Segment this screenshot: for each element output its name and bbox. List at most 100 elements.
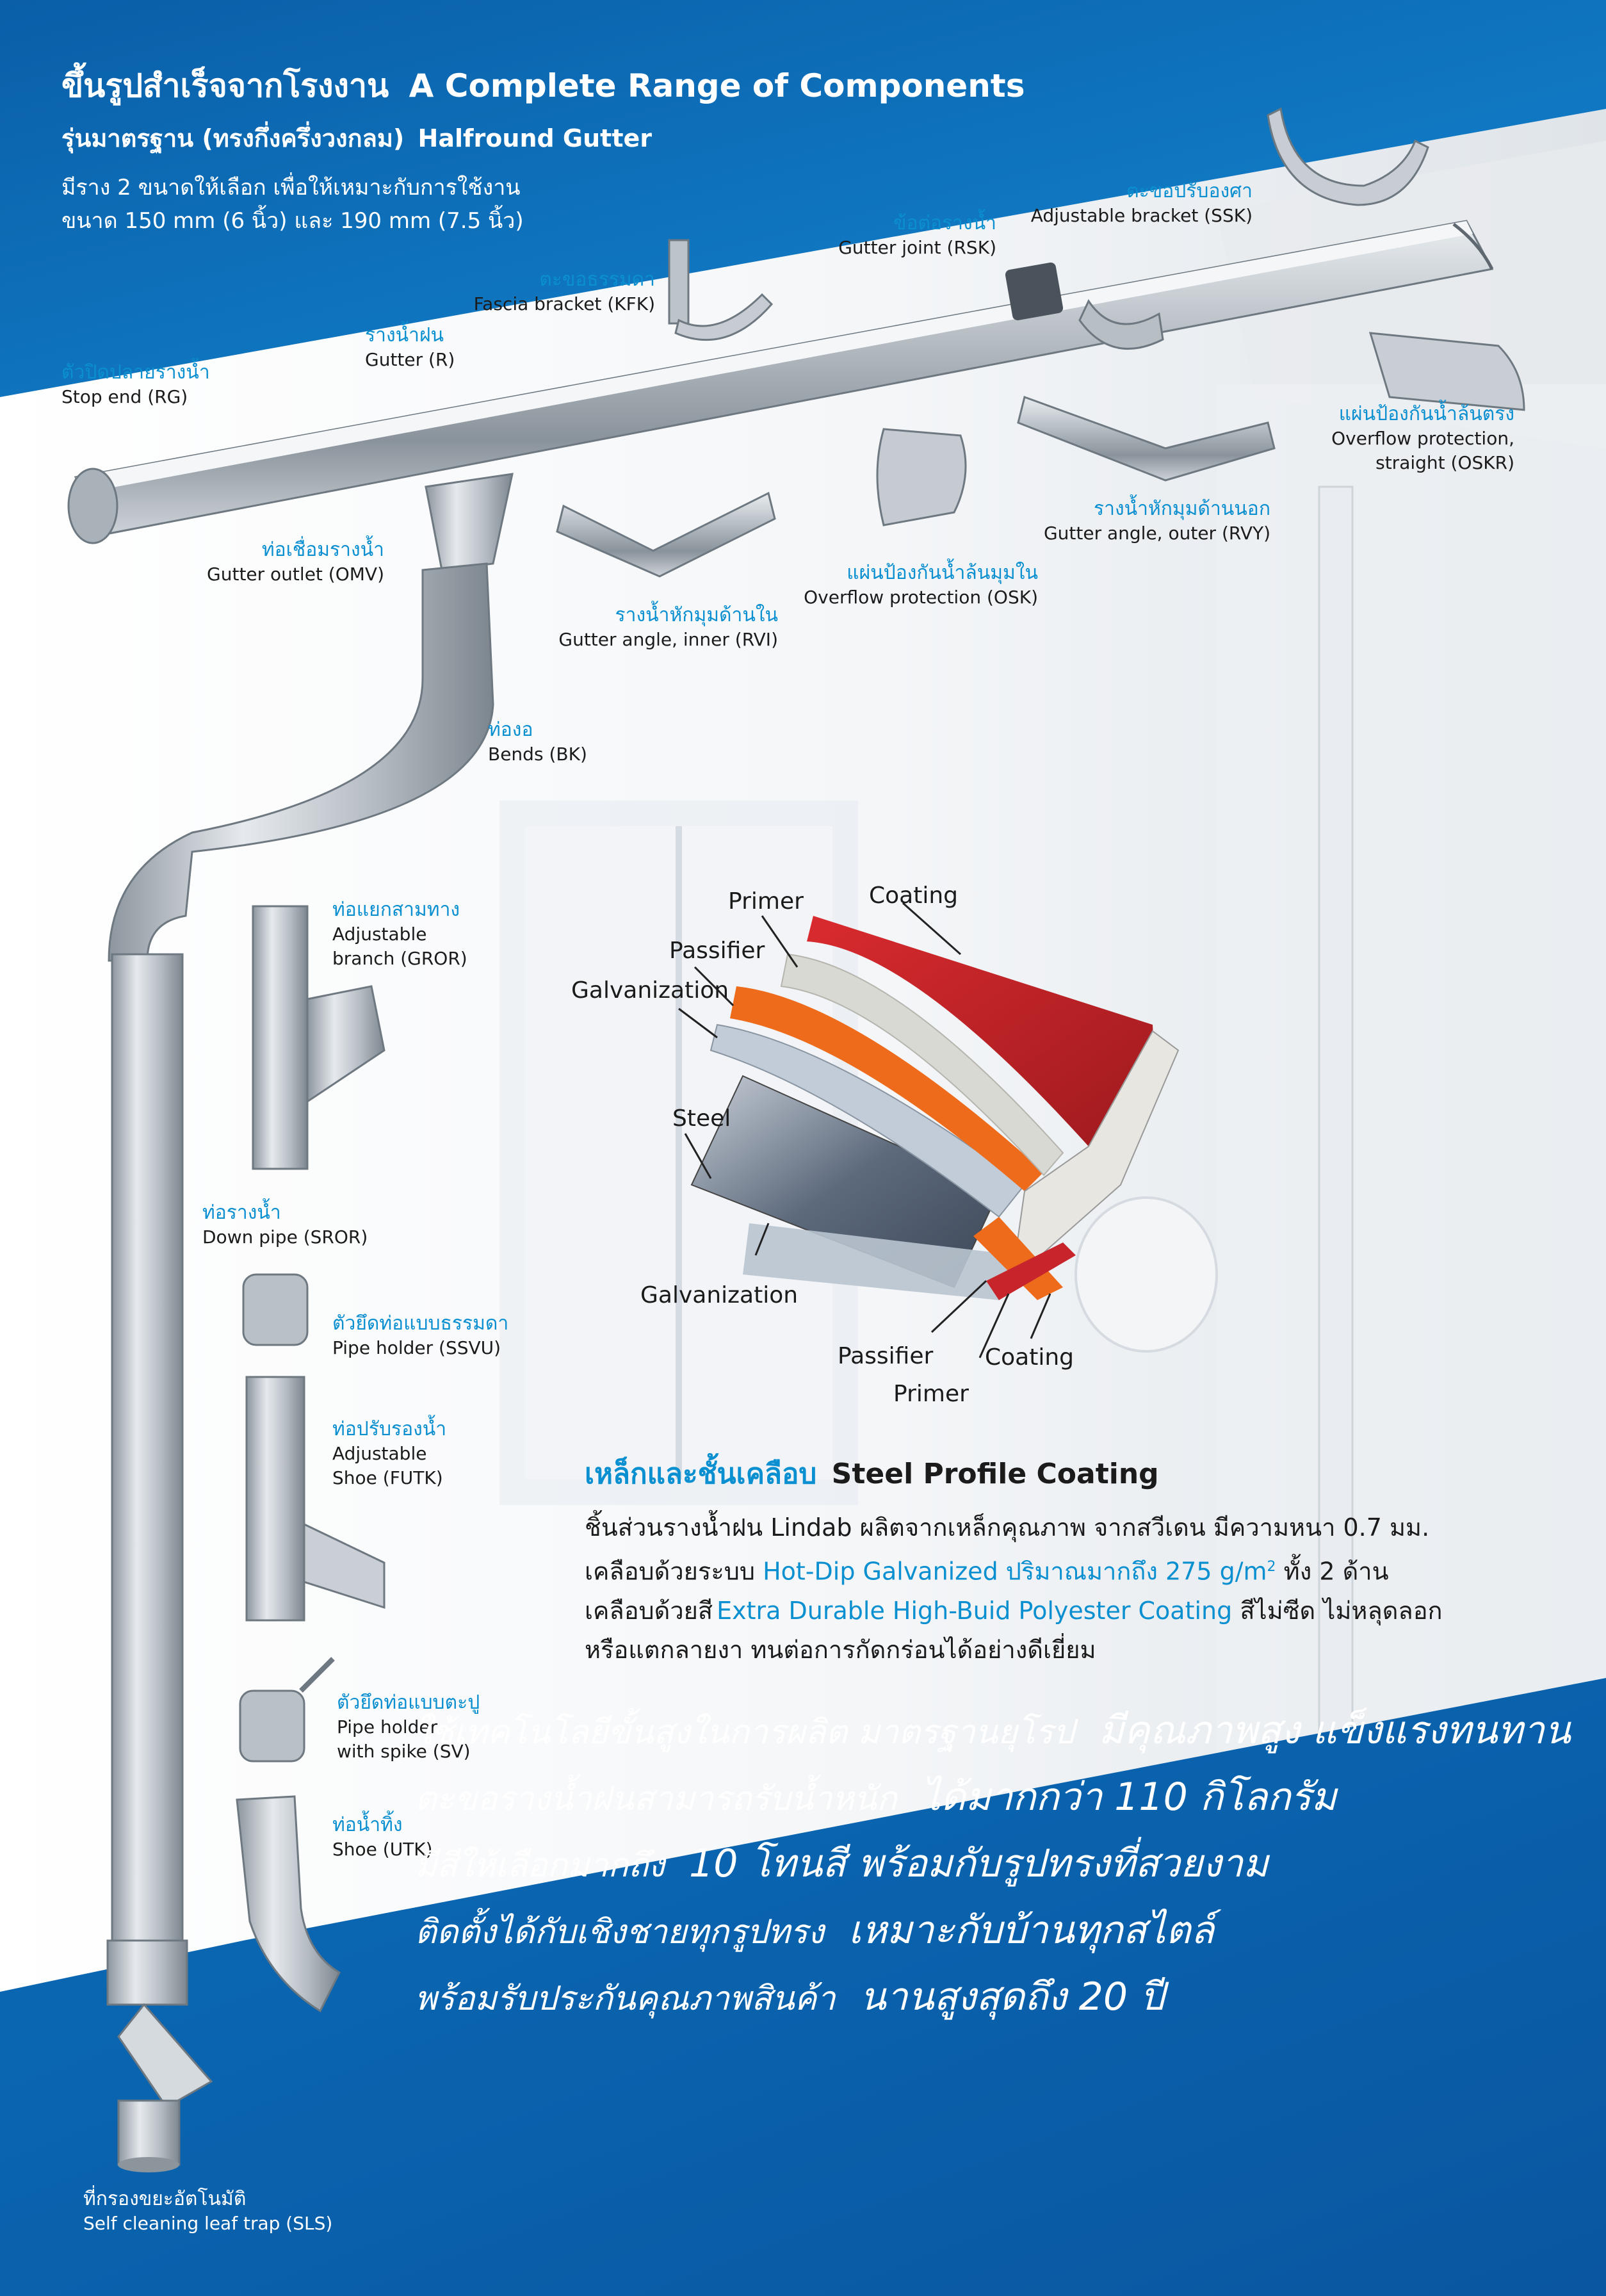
label-ssk: ตะขอปรับองศา Adjustable bracket (SSK): [1031, 179, 1253, 228]
layer-steel: Steel: [672, 1105, 731, 1132]
subtitle-th: รุ่นมาตรฐาน (ทรงกึ่งครึ่งวงกลม): [61, 124, 405, 152]
page-title: ขึ้นรูปสำเร็จจากโรงงาน A Complete Range …: [61, 65, 1025, 106]
coating-title-th: เหล็กและชั้นเคลือบ: [585, 1458, 817, 1490]
slogan-5: พร้อมรับประกันคุณภาพสินค้า นานสูงสุดถึง …: [415, 1970, 1164, 2026]
label-rsk-th: ข้อต่อรางน้ำ: [893, 212, 996, 234]
label-utk-en: Shoe (UTK): [332, 1839, 433, 1860]
layer-galvanization-bottom: Galvanization: [640, 1282, 799, 1308]
label-utk-th: ท่อน้ำทิ้ง: [332, 1814, 403, 1836]
label-bk: ท่องอ Bends (BK): [488, 718, 587, 767]
slogan-1a: ใช้เทคโนโลยีขั้นสูงในการผลิต มาตรฐานยุโร…: [415, 1713, 1075, 1752]
label-r-th: รางน้ำฝน: [365, 324, 444, 346]
coating-layers-diagram: [690, 916, 1180, 1300]
label-ssvu-th: ตัวยึดท่อแบบธรรมดา: [332, 1312, 509, 1335]
label-rvi-th: รางน้ำหักมุมด้านใน: [615, 604, 778, 626]
label-rg: ตัวปิดปลายรางน้ำ Stop end (RG): [61, 361, 210, 409]
coating-description: ชิ้นส่วนรางน้ำฝน Lindab ผลิตจากเหล็กคุณภ…: [585, 1508, 1596, 1670]
layer-primer-bottom: Primer: [893, 1381, 969, 1407]
label-gror-en1: Adjustable: [332, 924, 427, 945]
label-rsk-en: Gutter joint (RSK): [838, 237, 996, 258]
slogan-3b: 10 โทนสี พร้อมกับรูปทรงที่สวยงาม: [689, 1841, 1269, 1886]
label-omv: ท่อเชื่อมรางน้ำ Gutter outlet (OMV): [207, 538, 384, 587]
layer-passifier-bottom: Passifier: [838, 1343, 934, 1369]
label-futk-en2: Shoe (FUTK): [332, 1467, 443, 1488]
label-sror-th: ท่อรางน้ำ: [202, 1201, 281, 1224]
label-kfk-en: Fascia bracket (KFK): [473, 293, 655, 314]
label-rg-en: Stop end (RG): [61, 386, 188, 407]
label-rvy-en: Gutter angle, outer (RVY): [1043, 523, 1270, 544]
label-r-en: Gutter (R): [365, 349, 455, 370]
size-description-2: ขนาด 150 mm (6 นิ้ว) และ 190 mm (7.5 นิ้…: [61, 208, 524, 234]
coating-title-en: Steel Profile Coating: [831, 1458, 1159, 1490]
label-sv: ตัวยึดท่อแบบตะปู Pipe holder with spike …: [337, 1691, 480, 1764]
coating-line-3: เคลือบด้วยสีExtra Durable High-Buid Poly…: [585, 1592, 1596, 1631]
label-ssk-en: Adjustable bracket (SSK): [1030, 205, 1253, 226]
label-rvi: รางน้ำหักมุมด้านใน Gutter angle, inner (…: [558, 603, 778, 652]
coating-line-3a: เคลือบด้วยสี: [585, 1596, 713, 1625]
label-futk: ท่อปรับรองน้ำ Adjustable Shoe (FUTK): [332, 1417, 446, 1490]
coating-line-2sup: 2: [1267, 1559, 1276, 1575]
size-description-1: มีราง 2 ขนาดให้เลือก เพื่อให้เหมาะกับการ…: [61, 175, 521, 200]
coating-line-2b: Hot-Dip Galvanized: [763, 1557, 998, 1586]
slogan-3: มีสีให้เลือกมากถึง 10 โทนสี พร้อมกับรูปท…: [415, 1837, 1269, 1893]
label-ssvu-en: Pipe holder (SSVU): [332, 1337, 501, 1358]
layer-coating-top: Coating: [869, 883, 959, 909]
label-sror: ท่อรางน้ำ Down pipe (SROR): [202, 1201, 368, 1250]
label-ssvu: ตัวยึดท่อแบบธรรมดา Pipe holder (SSVU): [332, 1312, 508, 1360]
label-ssk-th: ตะขอปรับองศา: [1126, 180, 1253, 202]
label-sv-th: ตัวยึดท่อแบบตะปู: [337, 1691, 480, 1714]
slogan-5b: นานสูงสุดถึง 20 ปี: [859, 1974, 1165, 2019]
label-omv-th: ท่อเชื่อมรางน้ำ: [261, 539, 384, 561]
page-subtitle: รุ่นมาตรฐาน (ทรงกึ่งครึ่งวงกลม) Halfroun…: [61, 122, 652, 155]
slogan-2: ตะขอรางน้ำฝนสามารถรับน้ำหนัก ได้มากกว่า …: [415, 1770, 1336, 1826]
label-bk-en: Bends (BK): [488, 744, 587, 765]
label-rvy-th: รางน้ำหักมุมด้านนอก: [1094, 498, 1270, 520]
slogan-2b: ได้มากกว่า 110 กิโลกรัม: [921, 1775, 1337, 1820]
label-gror-en2: branch (GROR): [332, 948, 467, 969]
label-oskr-en1: Overflow protection,: [1331, 428, 1514, 449]
label-bk-th: ท่องอ: [488, 719, 533, 741]
label-omv-en: Gutter outlet (OMV): [207, 564, 384, 585]
layer-galvanization-top: Galvanization: [571, 977, 729, 1004]
title-en: A Complete Range of Components: [409, 67, 1025, 104]
label-utk: ท่อน้ำทิ้ง Shoe (UTK): [332, 1813, 433, 1862]
slogan-2a: ตะขอรางน้ำฝนสามารถรับน้ำหนัก: [415, 1780, 897, 1818]
label-rsk: ข้อต่อรางน้ำ Gutter joint (RSK): [838, 211, 996, 260]
label-sls-en: Self cleaning leaf trap (SLS): [83, 2213, 333, 2234]
title-th: ขึ้นรูปสำเร็จจากโรงงาน: [61, 67, 389, 104]
slogan-4b: เหมาะกับบ้านทุกสไตล์: [848, 1908, 1215, 1953]
label-kfk: ตะขอธรรมดา Fascia bracket (KFK): [474, 268, 655, 316]
label-oskr-th: แผ่นป้องกันน้ำล้นตรง: [1338, 403, 1514, 425]
label-sls-th: ที่กรองขยะอัตโนมัติ: [83, 2188, 247, 2210]
coating-line-2: เคลือบด้วยระบบ Hot-Dip Galvanized ปริมาณ…: [585, 1547, 1596, 1592]
label-sv-en2: with spike (SV): [337, 1741, 471, 1762]
label-futk-th: ท่อปรับรองน้ำ: [332, 1418, 447, 1440]
coating-line-3b: Extra Durable High-Buid Polyester Coatin…: [717, 1596, 1233, 1625]
coating-line-3c: สีไม่ซีด ไม่หลุดลอก: [1240, 1596, 1443, 1625]
label-gror-th: ท่อแยกสามทาง: [332, 899, 460, 921]
label-rvi-en: Gutter angle, inner (RVI): [558, 629, 778, 650]
label-osk-th: แผ่นป้องกันน้ำล้นมุมใน: [847, 562, 1038, 584]
coating-line-2a: เคลือบด้วยระบบ: [585, 1557, 755, 1586]
coating-line-2d: ทั้ง 2 ด้าน: [1283, 1557, 1389, 1586]
label-futk-en1: Adjustable: [332, 1443, 427, 1464]
label-r: รางน้ำฝน Gutter (R): [365, 323, 455, 372]
layer-passifier-top: Passifier: [669, 938, 765, 964]
label-rvy: รางน้ำหักมุมด้านนอก Gutter angle, outer …: [1044, 497, 1270, 546]
coating-line-2c: ปริมาณมากถึง 275 g/m: [1005, 1557, 1267, 1586]
subtitle-en: Halfround Gutter: [418, 124, 653, 152]
layer-primer-top: Primer: [728, 888, 804, 915]
label-oskr: แผ่นป้องกันน้ำล้นตรง Overflow protection…: [1331, 402, 1514, 475]
label-osk-en: Overflow protection (OSK): [804, 587, 1038, 608]
label-rg-th: ตัวปิดปลายรางน้ำ: [61, 361, 210, 384]
slogan-5a: พร้อมรับประกันคุณภาพสินค้า: [415, 1980, 836, 2018]
slogan-3a: มีสีให้เลือกมากถึง: [415, 1846, 665, 1885]
slogan-4: ติดตั้งได้กับเชิงชายทุกรูปทรง เหมาะกับบ้…: [415, 1903, 1214, 1959]
coating-title: เหล็กและชั้นเคลือบ Steel Profile Coating: [585, 1456, 1159, 1492]
slogan-1b: มีคุณภาพสูง แข็งแรงทนทาน: [1098, 1708, 1571, 1753]
label-sv-en1: Pipe holder: [337, 1716, 438, 1738]
slogan-4a: ติดตั้งได้กับเชิงชายทุกรูปทรง: [415, 1913, 824, 1951]
coating-line-1: ชิ้นส่วนรางน้ำฝน Lindab ผลิตจากเหล็กคุณภ…: [585, 1513, 1430, 1542]
layer-coating-bottom: Coating: [985, 1344, 1075, 1371]
